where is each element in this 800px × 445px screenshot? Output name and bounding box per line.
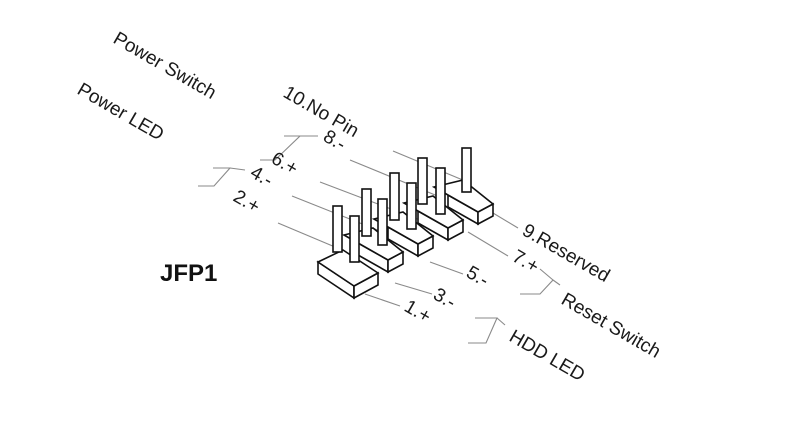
reset-switch-label: Reset Switch	[558, 289, 665, 363]
power-led-label: Power LED	[74, 79, 168, 145]
pin-4	[361, 188, 372, 237]
header-block	[431, 179, 495, 226]
pin-7	[435, 167, 446, 215]
header-block	[316, 249, 380, 300]
header-block	[371, 211, 435, 258]
pin-5-label: 5.-	[463, 262, 493, 291]
pin-5	[406, 182, 417, 230]
left-labels: Power Switch Power LED 10.No Pin 8.- 6.+…	[74, 28, 363, 218]
right-labels: 9.Reserved 7.+ 5.- 3.- 1.+ Reset Switch …	[401, 220, 665, 386]
pin-2-label: 2.+	[230, 186, 264, 218]
pin-1	[349, 215, 360, 263]
hdd-led-label: HDD LED	[506, 326, 589, 386]
pin-6	[389, 172, 400, 221]
power-switch-label: Power Switch	[110, 28, 220, 104]
pin-7-label: 7.+	[509, 246, 543, 278]
pins	[332, 147, 472, 263]
pin-8	[417, 157, 428, 205]
pin-3	[377, 198, 388, 246]
pin-10-label: 10.No Pin	[280, 82, 363, 142]
connector-name: JFP1	[160, 260, 217, 287]
pin-2	[332, 205, 343, 253]
pin-9	[461, 147, 472, 193]
